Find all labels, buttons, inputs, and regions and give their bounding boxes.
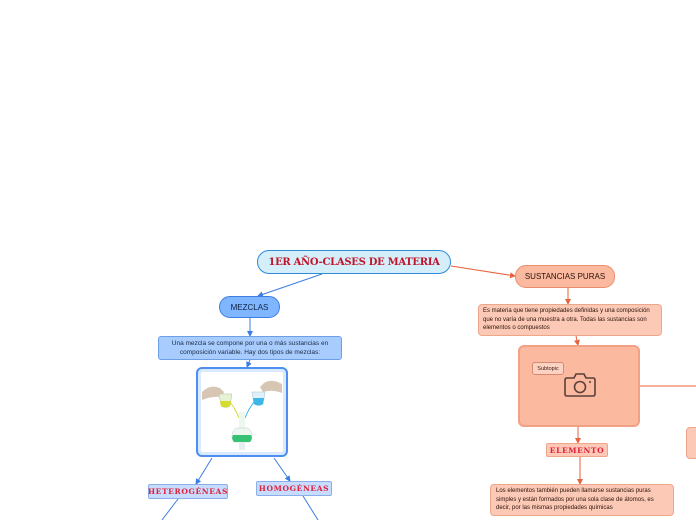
link-image-homogeneas (273, 457, 291, 482)
sustancias-image-node[interactable]: Subtopic (518, 345, 640, 427)
homogeneas-node[interactable]: HOMOGÉNEAS (256, 481, 332, 496)
mezclas-node[interactable]: MEZCLAS (219, 296, 280, 318)
lab-flasks-illustration (202, 380, 282, 450)
sustancias-puras-node[interactable]: SUSTANCIAS PURAS (515, 265, 615, 288)
link-homogeneas-child (302, 495, 319, 520)
link-image-heterogeneas (195, 457, 213, 485)
elemento-node[interactable]: ELEMENTO (546, 443, 608, 457)
subtopic-node[interactable]: Subtopic (532, 362, 564, 375)
link-description-image-orange (573, 335, 580, 346)
elemento-description[interactable]: Los elementos también pueden llamarse su… (490, 484, 674, 516)
mezclas-description[interactable]: Una mezcla se compone por una o más sust… (158, 336, 342, 360)
link-central-mezclas (257, 273, 323, 298)
offscreen-node-partial[interactable] (686, 427, 696, 459)
sustancias-puras-description[interactable]: Es materia que tiene propiedades definid… (478, 304, 662, 336)
link-description-image (246, 359, 252, 368)
lab-mixing-image (201, 372, 283, 452)
central-topic[interactable]: 1ER AÑO-CLASES DE MATERIA (257, 250, 451, 274)
mezclas-image-node[interactable] (196, 367, 288, 457)
heterogeneas-node[interactable]: HETEROGÉNEAS (148, 484, 228, 499)
camera-icon (564, 373, 596, 397)
link-heterogeneas-child (161, 498, 179, 520)
link-central-sustancias (450, 265, 516, 279)
